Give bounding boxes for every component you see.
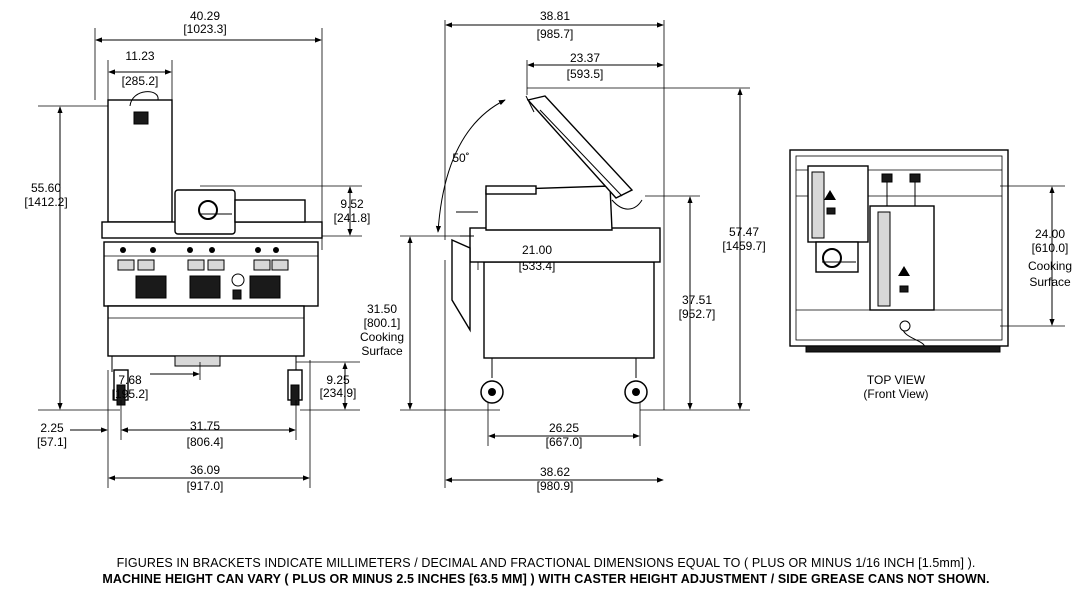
cooking-depth-label: 21.00 [522,243,552,257]
front-view: 40.29 [1023.3] 11.23 [285.2] 55.60 [1412… [24,9,370,493]
overall-height-side-mm-label: [1459.7] [722,239,765,253]
base-width-label: 36.09 [190,463,220,477]
cooking-depth-mm-label: [533.4] [519,259,556,273]
body-height-label: 37.51 [682,293,712,307]
tolerance-note: FIGURES IN BRACKETS INDICATE MILLIMETERS… [116,556,976,570]
overall-depth-bottom-mm-label: [980.9] [537,479,574,493]
cooking-width-label: 24.00 [1035,227,1065,241]
overall-height-side-label: 57.47 [729,225,759,239]
cooking-surface-label-1: Cooking [360,330,404,344]
handle-height-label: 9.52 [340,197,364,211]
cooking-width-label-2: Surface [1029,275,1071,289]
body-height-mm-label: [952.7] [679,307,716,321]
top-view-subcaption: (Front View) [863,387,928,401]
cooking-surface-height-label: 31.50 [367,302,397,316]
hood-width-label: 11.23 [125,49,154,63]
overall-depth-bottom-label: 38.62 [540,465,570,479]
overall-height-mm-label: [1412.2] [24,195,67,209]
caster-spacing-label: 31.75 [190,419,220,433]
side-cabinet [483,261,655,359]
open-angle-arc [435,99,506,233]
overall-depth-top-label: 38.81 [540,9,570,23]
drawer-offset-mm-label: [195.2] [112,387,149,401]
drawer-offset-label: 7.68 [118,373,142,387]
cooking-width-mm-label: [610.0] [1032,241,1069,255]
overall-height-label: 55.60 [31,181,61,195]
handle-height-mm-label: [241.8] [334,211,371,225]
height-note: MACHINE HEIGHT CAN VARY ( PLUS OR MINUS … [102,572,990,586]
caster-spacing-mm-label: [806.4] [187,435,224,449]
open-angle-label: 50˚ [452,151,469,165]
hood-width-mm-label: [285.2] [122,74,159,88]
raised-platen [526,95,634,199]
caster-offset-label: 2.25 [40,421,64,435]
caster-offset-mm-label: [57.1] [37,435,67,449]
caster-depth-mm-label: [667.0] [546,435,583,449]
caster-depth-label: 26.25 [549,421,579,435]
cooking-width-label-1: Cooking [1028,259,1072,273]
leg-height-mm-label: [234.9] [320,386,357,400]
overall-width-mm-label: [1023.3] [183,22,226,36]
base-width-mm-label: [917.0] [187,479,224,493]
top-view-caption: TOP VIEW [867,373,926,387]
cooking-surface-height-mm-label: [800.1] [364,316,401,330]
platen-depth-mm-label: [593.5] [567,67,604,81]
overall-depth-top-mm-label: [985.7] [537,27,574,41]
leg-height-label: 9.25 [326,373,350,387]
side-view: 38.81 [985.7] 23.37 [593.5] 50˚ 21.00 [5… [360,9,766,493]
platen-depth-label: 23.37 [570,51,600,65]
cooking-surface-label-2: Surface [361,344,403,358]
overall-width-label: 40.29 [190,9,220,23]
top-view: 24.00 [610.0] Cooking Surface TOP VIEW (… [789,149,1072,401]
